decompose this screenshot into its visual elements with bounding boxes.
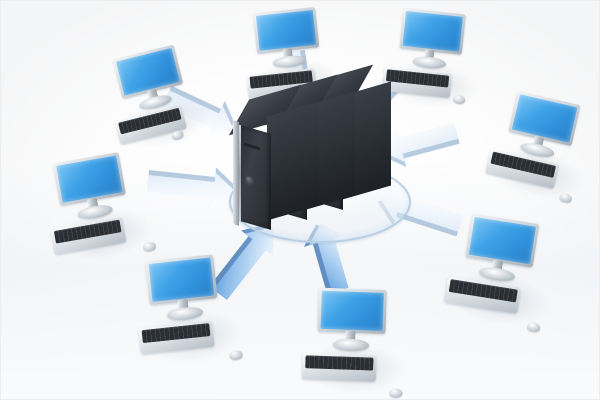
monitor[interactable]: [465, 213, 540, 283]
workstation-top-right[interactable]: [378, 6, 489, 119]
monitor[interactable]: [145, 254, 218, 322]
workstation-left[interactable]: [37, 148, 162, 275]
server-side-panel: [267, 101, 319, 221]
monitor-screen[interactable]: [116, 47, 180, 96]
workstation-top-left[interactable]: [98, 39, 221, 163]
workstation-bottom-left[interactable]: [129, 252, 250, 375]
workstation-right-lower[interactable]: [439, 211, 565, 339]
monitor-screen[interactable]: [468, 217, 536, 265]
monitor-bezel: [508, 90, 581, 147]
monitor-bezel: [145, 254, 218, 306]
workstation-bottom-center[interactable]: [299, 287, 413, 399]
monitor-screen[interactable]: [402, 11, 463, 52]
monitor-bezel: [465, 213, 540, 268]
keyboard-keys: [305, 355, 374, 371]
monitor-bezel: [317, 287, 387, 335]
server-tower-1[interactable]: [228, 84, 319, 230]
keyboard-keys: [385, 69, 450, 88]
mouse[interactable]: [452, 94, 466, 105]
monitor-screen[interactable]: [148, 257, 215, 302]
monitor[interactable]: [252, 6, 320, 69]
monitor[interactable]: [317, 287, 387, 352]
keyboard[interactable]: [301, 353, 377, 382]
monitor-bezel: [252, 6, 320, 54]
keyboard-keys: [141, 323, 211, 344]
mouse[interactable]: [389, 388, 403, 398]
mouse[interactable]: [526, 321, 541, 333]
mouse[interactable]: [142, 241, 157, 252]
monitor-screen[interactable]: [320, 290, 384, 331]
server-front-panel: [237, 124, 271, 230]
monitor[interactable]: [399, 8, 466, 70]
monitor-screen[interactable]: [255, 10, 317, 51]
monitor-bezel: [399, 8, 466, 55]
server-cluster[interactable]: [228, 64, 391, 233]
monitor[interactable]: [112, 44, 184, 112]
monitor-screen[interactable]: [511, 94, 578, 143]
mouse[interactable]: [229, 349, 244, 361]
monitor[interactable]: [508, 90, 581, 160]
monitor-screen[interactable]: [56, 155, 123, 203]
keyboard-keys: [53, 219, 122, 244]
server-front-bezel: [233, 120, 239, 226]
